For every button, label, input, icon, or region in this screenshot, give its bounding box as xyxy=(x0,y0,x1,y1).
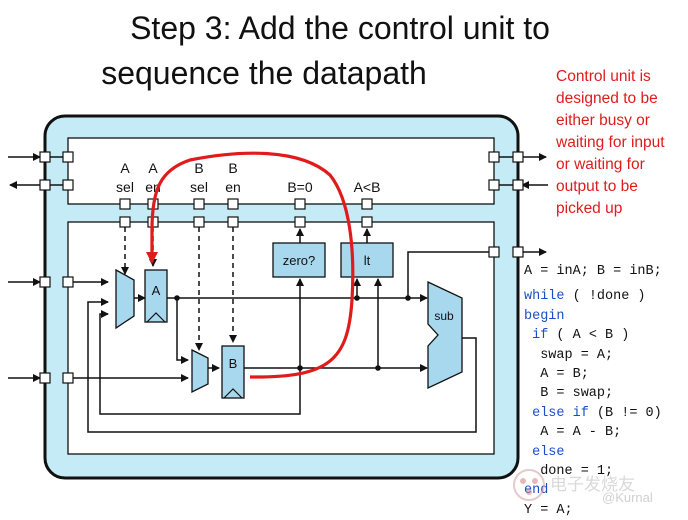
datapath-wires xyxy=(73,251,489,433)
a-lt-b-label: A<B xyxy=(354,179,381,195)
gcd-pseudocode: A = inA; B = inB; while ( !done ) begin … xyxy=(524,262,662,520)
port-squares xyxy=(39,151,524,384)
code-keyword: if xyxy=(532,328,549,344)
code-line: if ( A < B ) xyxy=(532,328,630,344)
slide-title-line-1: Step 3: Add the control unit to xyxy=(130,10,550,46)
code-keyword-line: begin xyxy=(524,308,565,324)
less-than-comparator xyxy=(340,242,394,278)
b-en-label: B xyxy=(228,160,237,176)
register-b-clock xyxy=(223,388,243,399)
code-line: A = B; xyxy=(540,367,589,383)
control-unit-box xyxy=(67,137,495,205)
code-line: else if (B != 0) xyxy=(532,405,662,421)
register-b-label: B xyxy=(229,356,238,371)
register-a-label: A xyxy=(152,283,161,298)
code-line: else xyxy=(532,444,565,460)
note-line: or waiting for xyxy=(556,156,645,173)
slide-title-line-2: sequence the datapath xyxy=(101,55,427,91)
code-keyword: while xyxy=(524,289,565,305)
watermark: 电子发烧友 @Kurnal xyxy=(510,466,680,510)
watermark-text: 电子发烧友 xyxy=(550,475,635,494)
zero-detector-label: zero? xyxy=(283,253,316,268)
watermark-handle: @Kurnal xyxy=(602,490,653,505)
note-line: designed to be xyxy=(556,90,658,107)
a-en-label: A xyxy=(148,160,158,176)
code-line: while ( !done ) xyxy=(524,289,646,305)
note-line: output to be xyxy=(556,178,638,195)
watermark-logo-icon xyxy=(513,469,545,501)
mux-a xyxy=(115,268,135,330)
zero-detector xyxy=(272,242,326,278)
note-line: picked up xyxy=(556,200,623,217)
a-sel-label: A xyxy=(120,160,130,176)
mux-b xyxy=(191,348,209,394)
b-zero-label: B=0 xyxy=(287,179,313,195)
note-line: waiting for input xyxy=(556,134,665,151)
register-b xyxy=(221,345,245,399)
code-line: done = 1; xyxy=(540,464,614,480)
code-line: swap = A; xyxy=(540,347,614,363)
a-sel-label: sel xyxy=(116,179,134,195)
code-line: A = inA; B = inB; xyxy=(524,264,662,279)
register-a xyxy=(144,269,168,323)
less-than-label: lt xyxy=(364,253,371,268)
control-sequencing-path xyxy=(146,151,355,379)
code-line: B = swap; xyxy=(540,386,614,402)
code-keyword: else if xyxy=(532,405,589,421)
subtractor xyxy=(427,280,463,390)
note-line: Control unit is xyxy=(556,68,651,85)
note-line: either busy or xyxy=(556,112,650,129)
control-unit-note: Control unit is designed to be either bu… xyxy=(556,66,688,220)
subtractor-label: sub xyxy=(434,309,454,323)
junction-dots xyxy=(174,295,411,371)
b-sel-label: sel xyxy=(190,179,208,195)
b-sel-label: B xyxy=(194,160,203,176)
code-line: A = A - B; xyxy=(540,425,622,441)
b-en-label: en xyxy=(225,179,241,195)
status-arrows xyxy=(296,228,371,243)
code-line: Y = A; xyxy=(524,502,573,518)
register-a-clock xyxy=(146,312,166,323)
